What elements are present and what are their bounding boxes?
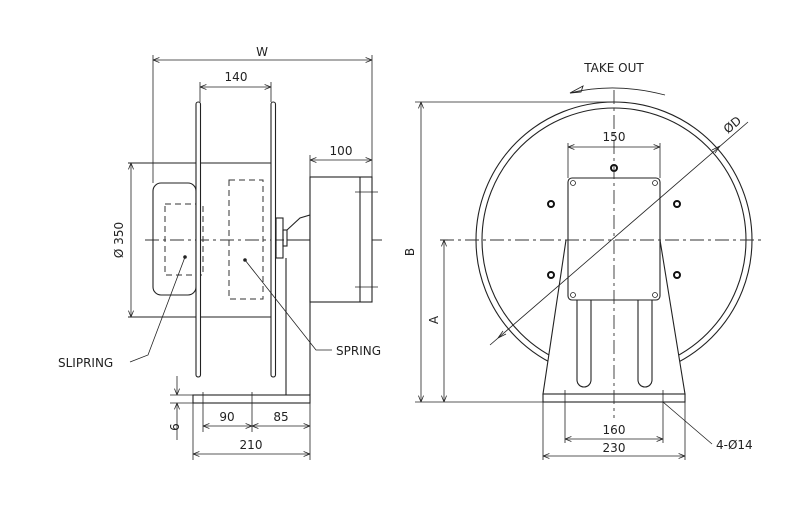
dim-230-label: 230 (603, 441, 626, 455)
slipring-hidden (164, 203, 204, 276)
dim-350-label: Ø 350 (112, 222, 126, 258)
slipring-label: SLIPRING (58, 356, 113, 370)
dim-od-label: ØD (721, 114, 744, 137)
slipring-housing (152, 182, 197, 296)
base-plate (192, 394, 311, 404)
dim-85-label: 85 (273, 410, 288, 424)
dim-90-label: 90 (219, 410, 234, 424)
rotation-arrow (569, 87, 666, 96)
take-out-label: TAKE OUT (583, 61, 644, 75)
dim-b-label: B (403, 248, 417, 256)
dim-100-label: 100 (330, 144, 353, 158)
dim-160-label: 160 (603, 423, 626, 437)
side-view: W 140 100 Ø 350 9 90 85 210 SLIPRING SPR… (58, 45, 382, 460)
dim-w-label: W (256, 45, 268, 59)
spring-label: SPRING (336, 344, 381, 358)
spring-hidden (228, 179, 264, 300)
dim-140-label: 140 (225, 70, 248, 84)
dim-150-label: 150 (603, 130, 626, 144)
holes-label: 4-Ø14 (716, 438, 753, 452)
gear-box (309, 176, 373, 303)
dim-9-label: 9 (167, 423, 181, 431)
right-flange (270, 101, 277, 378)
dim-a-label: A (427, 315, 441, 324)
dim-210-label: 210 (240, 438, 263, 452)
front-view: TAKE OUT ØD B A 150 160 230 4-Ø14 (403, 61, 765, 460)
left-flange (195, 101, 202, 378)
